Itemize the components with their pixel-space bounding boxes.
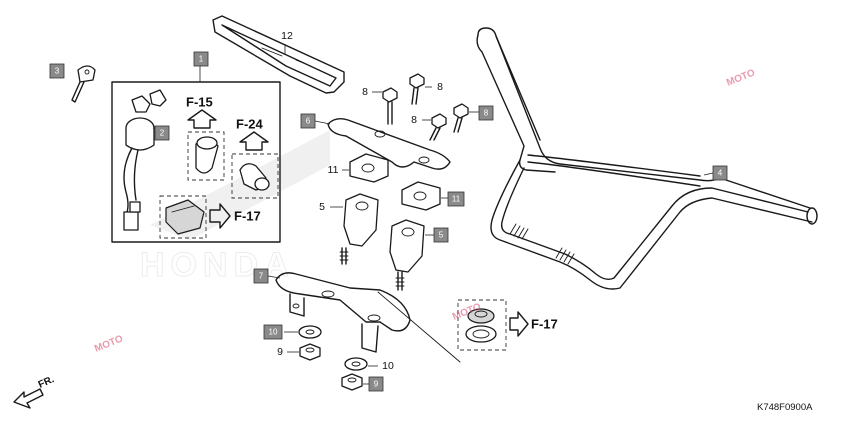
callout-8-d[interactable]: 8 [478, 105, 494, 121]
callout-9-b[interactable]: 9 [368, 376, 384, 392]
lock-cylinder [195, 136, 219, 174]
rubber-mount-lower [465, 325, 497, 343]
arrow-up-f15 [187, 109, 217, 129]
svg-text:8: 8 [484, 109, 489, 118]
holder-cap-11-right [401, 181, 441, 211]
bolt-8-b [409, 73, 425, 105]
key-3 [71, 65, 96, 103]
svg-text:10: 10 [269, 328, 278, 337]
arrow-up-f24 [239, 131, 269, 151]
callout-10-b[interactable]: 10 [382, 360, 394, 372]
upper-plate-6 [327, 117, 451, 170]
ref-leader [377, 291, 461, 363]
callout-10-a[interactable]: 10 [263, 324, 283, 340]
callout-11-b[interactable]: 11 [447, 191, 465, 207]
washer-10-left [298, 325, 322, 339]
callout-9-a[interactable]: 9 [277, 346, 283, 358]
holder-cap-11-left [349, 153, 389, 183]
seat-lock [239, 163, 270, 191]
front-direction-label: FR. [37, 374, 56, 391]
svg-text:3: 3 [55, 67, 60, 76]
assembly-box [111, 81, 281, 243]
bolt-8-d [453, 103, 469, 133]
svg-text:11: 11 [452, 195, 461, 204]
watermark-stamp-top: MOTO [725, 67, 757, 88]
svg-text:1: 1 [199, 55, 204, 64]
ref-f24[interactable]: F-24 [236, 117, 264, 132]
callout-2[interactable]: 2 [154, 125, 170, 141]
svg-text:7: 7 [259, 272, 264, 281]
lower-holder-5-right [389, 219, 425, 291]
arrow-right-f17-mounts [509, 311, 529, 337]
bracket-plate-12 [212, 15, 345, 94]
nut-9-right [341, 373, 363, 391]
svg-text:5: 5 [439, 231, 444, 240]
watermark-stamp-bottom-left: MOTO [93, 333, 125, 354]
callout-5-b[interactable]: 5 [433, 227, 449, 243]
svg-text:6: 6 [306, 117, 311, 126]
top-bridge-7 [275, 272, 411, 353]
arrow-right-f17 [209, 203, 231, 229]
ref-f17-switch[interactable]: F-17 [234, 209, 261, 224]
bolt-8-c [429, 113, 447, 141]
lower-holder-5-left [339, 193, 379, 265]
callout-3[interactable]: 3 [49, 63, 65, 79]
callout-12[interactable]: 12 [281, 30, 293, 42]
front-direction-indicator: FR. [13, 374, 56, 409]
callout-4[interactable]: 4 [712, 165, 728, 181]
callout-8-a[interactable]: 8 [362, 86, 368, 98]
switch-block [165, 199, 205, 235]
svg-text:4: 4 [718, 169, 723, 178]
callout-6[interactable]: 6 [300, 113, 316, 129]
callout-5-a[interactable]: 5 [319, 201, 325, 213]
callout-8-b[interactable]: 8 [437, 81, 443, 93]
ref-f17-mounts[interactable]: F-17 [531, 317, 558, 332]
rubber-mount-upper [467, 308, 495, 324]
ref-f15[interactable]: F-15 [186, 95, 213, 110]
handlebar [476, 27, 818, 290]
callout-11-a[interactable]: 11 [328, 164, 339, 176]
brand-watermark-text: HONDA [140, 246, 295, 284]
washer-10-right [344, 357, 368, 371]
callout-1[interactable]: 1 [193, 51, 209, 67]
callout-8-c[interactable]: 8 [411, 114, 417, 126]
svg-text:2: 2 [160, 129, 165, 138]
svg-text:9: 9 [374, 380, 379, 389]
ignition-switch [123, 89, 167, 231]
diagram-code: K748F0900A [757, 402, 813, 413]
nut-9-left [299, 343, 321, 361]
bolt-8-a [382, 87, 398, 125]
callout-7[interactable]: 7 [253, 268, 269, 284]
